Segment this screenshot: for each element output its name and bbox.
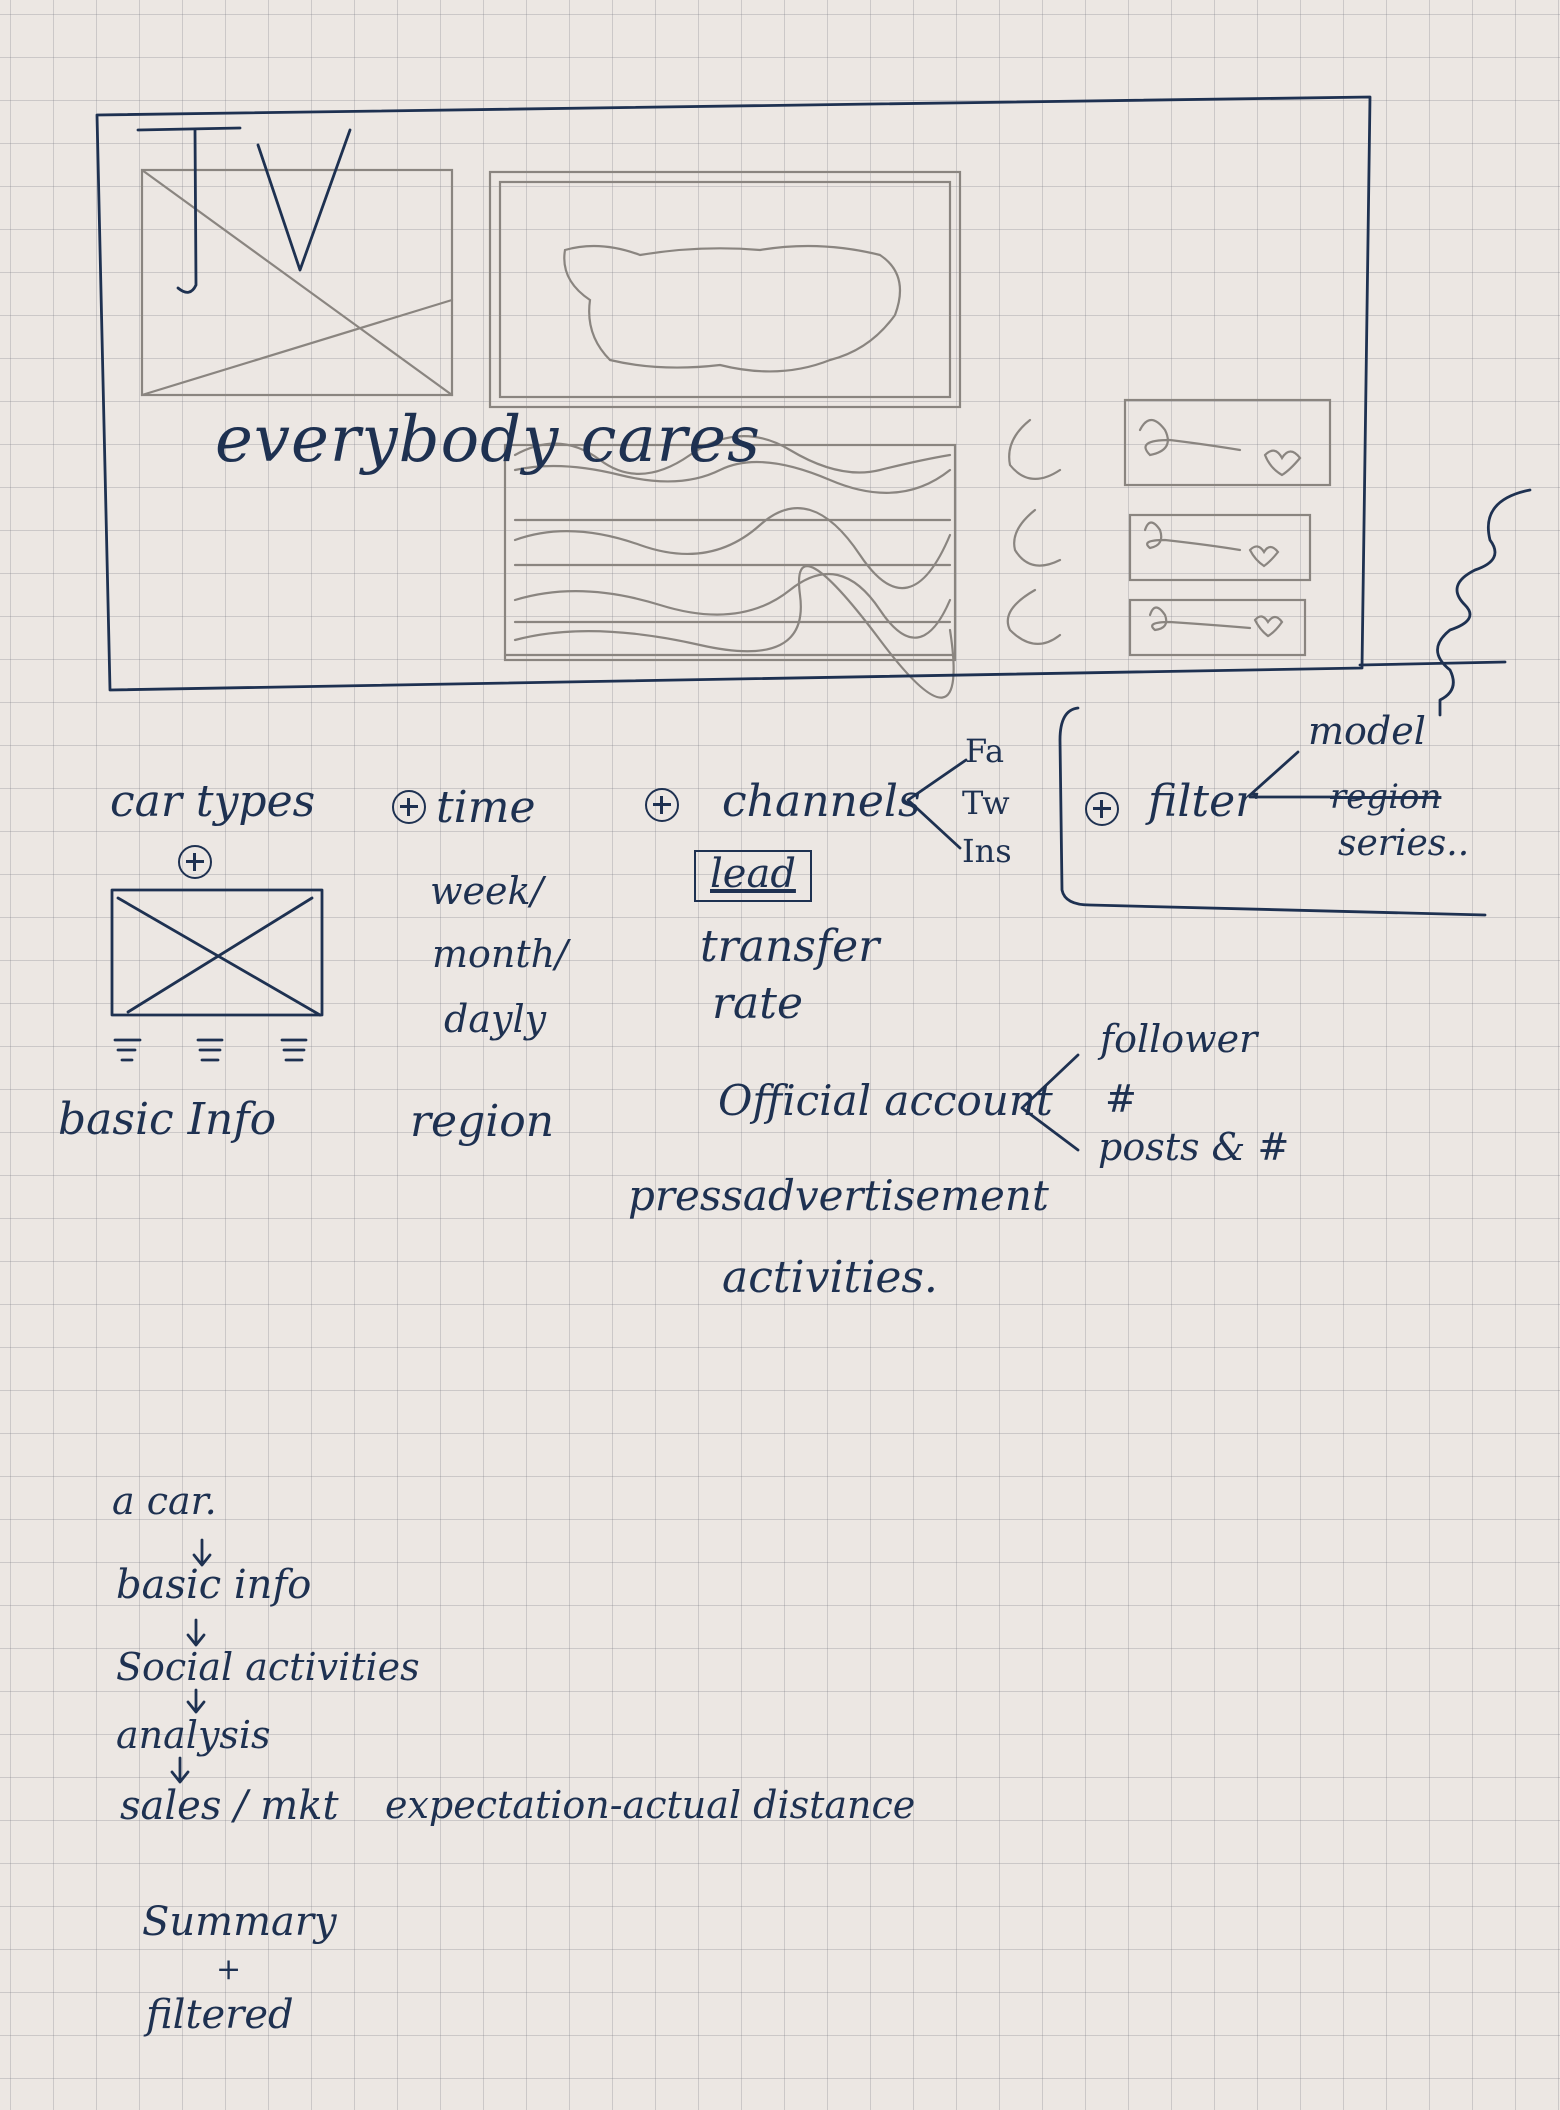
time-label: time xyxy=(436,782,536,833)
flow-step-basic-info: basic info xyxy=(116,1562,312,1608)
basic-info-label: basic Info xyxy=(58,1094,277,1145)
summary-plus: + xyxy=(216,1952,242,1987)
channels-add-button[interactable] xyxy=(645,788,679,822)
activities-label: activities. xyxy=(722,1252,938,1303)
map-panel xyxy=(488,170,962,409)
time-option-week[interactable]: week/ xyxy=(430,869,544,913)
flow-arrows xyxy=(170,1538,212,1784)
channels-label: channels xyxy=(722,776,921,827)
official-bracket xyxy=(1020,1053,1080,1152)
car-types-add-button[interactable] xyxy=(178,845,212,879)
avatar-column xyxy=(1006,418,1062,645)
official-option-hash[interactable]: # xyxy=(1105,1077,1137,1121)
post-cards xyxy=(1123,398,1332,657)
rate-label: rate xyxy=(712,978,803,1029)
transfer-label: transfer xyxy=(700,921,880,972)
basic-info-image-placeholder xyxy=(110,888,324,1062)
press-advertisement-label: pressadvertisement xyxy=(628,1171,1049,1220)
official-option-follower[interactable]: follower xyxy=(1100,1017,1258,1061)
hero-image-placeholder xyxy=(140,168,454,397)
time-option-daily[interactable]: dayly xyxy=(444,997,547,1041)
flow-step-analysis: analysis xyxy=(116,1713,271,1757)
region-label: region xyxy=(410,1096,555,1147)
flow-step-sales-mkt: sales / mkt xyxy=(120,1783,339,1829)
filter-add-button[interactable] xyxy=(1085,792,1119,826)
time-option-month[interactable]: month/ xyxy=(432,932,568,976)
filter-option-region[interactable]: region xyxy=(1330,777,1442,817)
filter-label: filter xyxy=(1148,776,1257,827)
channel-option-fa[interactable]: Fa xyxy=(965,732,1005,770)
channel-option-ins[interactable]: Ins xyxy=(962,832,1012,870)
screen-frame xyxy=(95,95,1372,692)
official-option-posts[interactable]: posts & # xyxy=(1098,1125,1290,1169)
filter-connector xyxy=(1248,750,1300,797)
lead-toggle[interactable]: lead xyxy=(694,850,812,902)
filter-panel-outline xyxy=(1058,706,1487,917)
summary-label: Summary xyxy=(142,1899,337,1945)
official-account-label: Official account xyxy=(718,1076,1053,1125)
car-types-label: car types xyxy=(110,776,316,827)
line-charts xyxy=(503,435,957,699)
expectation-note: expectation-actual distance xyxy=(385,1783,916,1827)
filter-option-model[interactable]: model xyxy=(1308,709,1426,753)
swirl-doodle xyxy=(1436,488,1532,717)
flow-step-a-car: a car. xyxy=(112,1479,217,1523)
channel-option-tw[interactable]: Tw xyxy=(962,784,1010,822)
filter-option-series[interactable]: series.. xyxy=(1338,823,1470,864)
time-add-button[interactable] xyxy=(392,790,426,824)
tagline: everybody cares xyxy=(215,403,761,477)
filtered-label: filtered xyxy=(146,1992,294,2038)
flow-step-social-activities: Social activities xyxy=(116,1645,420,1689)
tv-logo-strokes xyxy=(136,126,352,294)
channels-bracket xyxy=(906,758,968,850)
